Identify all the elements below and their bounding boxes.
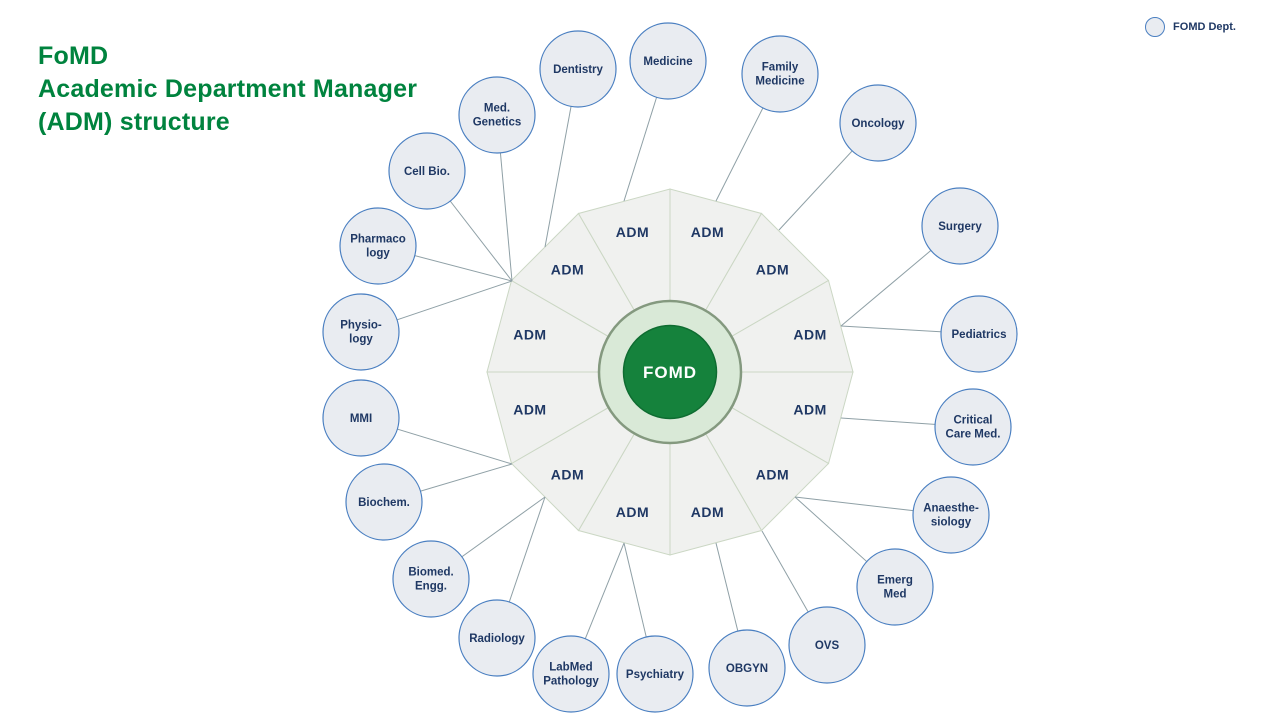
department-label: Medicine xyxy=(643,56,692,68)
fomd-center-label: FOMD xyxy=(643,363,697,382)
adm-wedge-label: ADM xyxy=(616,504,649,520)
department-node-radiology: Radiology xyxy=(458,599,536,677)
department-label: Medicine xyxy=(755,76,804,88)
department-circle xyxy=(458,76,536,154)
department-label: Anaesthe- xyxy=(923,503,979,515)
department-circle xyxy=(934,388,1012,466)
department-node-oncology: Oncology xyxy=(839,84,917,162)
department-label: Biomed. xyxy=(408,567,453,579)
department-circle xyxy=(921,187,999,265)
department-label: Genetics xyxy=(473,117,522,129)
department-label: OBGYN xyxy=(726,663,768,675)
department-node-pediatrics: Pediatrics xyxy=(940,295,1018,373)
adm-wedge-label: ADM xyxy=(513,402,546,418)
department-label: Cell Bio. xyxy=(404,166,450,178)
department-label: Psychiatry xyxy=(626,669,685,681)
department-node-cell-bio: Cell Bio. xyxy=(388,132,466,210)
department-node-surgery: Surgery xyxy=(921,187,999,265)
department-circle xyxy=(532,635,610,713)
adm-wedge-label: ADM xyxy=(513,327,546,343)
title-line-2: Academic Department Manager xyxy=(38,75,418,103)
department-label: Pathology xyxy=(543,676,599,688)
department-circle xyxy=(345,463,423,541)
legend: FOMD Dept. xyxy=(1145,17,1236,37)
department-label: Oncology xyxy=(851,118,905,130)
department-circle xyxy=(856,548,934,626)
department-label: Surgery xyxy=(938,221,982,233)
department-label: Emerg xyxy=(877,575,913,587)
department-label: Care Med. xyxy=(946,429,1001,441)
department-label: siology xyxy=(931,517,972,529)
department-node-obgyn: OBGYN xyxy=(708,629,786,707)
department-circle xyxy=(616,635,694,713)
department-label: Radiology xyxy=(469,633,525,645)
adm-wedge-label: ADM xyxy=(691,504,724,520)
fomd-center-circle xyxy=(622,324,718,420)
department-label: Pharmaco xyxy=(350,234,406,246)
department-circle xyxy=(322,293,400,371)
adm-wedge-label: ADM xyxy=(551,467,584,483)
department-circle xyxy=(388,132,466,210)
department-node-biomed-engg: Biomed. Engg. xyxy=(392,540,470,618)
department-circle xyxy=(392,540,470,618)
department-label: logy xyxy=(366,248,390,260)
department-label: Engg. xyxy=(415,581,447,593)
legend-label: FOMD Dept. xyxy=(1173,21,1236,33)
department-node-biochem: Biochem. xyxy=(345,463,423,541)
department-circle xyxy=(629,22,707,100)
department-label: Critical xyxy=(954,415,993,427)
department-label: Biochem. xyxy=(358,497,410,509)
department-circle xyxy=(912,476,990,554)
adm-wedge-label: ADM xyxy=(793,402,826,418)
title-line-1: FoMD xyxy=(38,42,109,70)
department-circle xyxy=(322,379,400,457)
title-line-3: (ADM) structure xyxy=(38,108,230,136)
adm-wedge-label: ADM xyxy=(691,224,724,240)
department-circle xyxy=(539,30,617,108)
department-label: MMI xyxy=(350,413,372,425)
department-circle xyxy=(458,599,536,677)
department-label: Pediatrics xyxy=(952,329,1007,341)
department-node-pharmacology: Pharmaco logy xyxy=(339,207,417,285)
department-node-medicine: Medicine xyxy=(629,22,707,100)
department-label: Family xyxy=(762,62,799,74)
page-title: FoMD Academic Department Manager (ADM) s… xyxy=(38,40,417,139)
department-label: Med. xyxy=(484,103,510,115)
adm-wedge-label: ADM xyxy=(756,262,789,278)
department-label: Physio- xyxy=(340,320,382,332)
department-label: LabMed xyxy=(549,662,592,674)
adm-wedge-label: ADM xyxy=(793,327,826,343)
department-circle xyxy=(741,35,819,113)
department-label: OVS xyxy=(815,640,840,652)
department-circle xyxy=(339,207,417,285)
department-node-dentistry: Dentistry xyxy=(539,30,617,108)
department-circle xyxy=(940,295,1018,373)
department-node-ovs: OVS xyxy=(788,606,866,684)
department-circle xyxy=(788,606,866,684)
department-circle xyxy=(708,629,786,707)
adm-wedge-label: ADM xyxy=(756,467,789,483)
department-node-med-genetics: Med. Genetics xyxy=(458,76,536,154)
department-label: logy xyxy=(349,334,373,346)
department-label: Med xyxy=(884,589,907,601)
adm-wedge-label: ADM xyxy=(616,224,649,240)
department-node-physiology: Physio-logy xyxy=(322,293,400,371)
adm-wedge-label: ADM xyxy=(551,262,584,278)
department-node-psychiatry: Psychiatry xyxy=(616,635,694,713)
department-node-mmi: MMI xyxy=(322,379,400,457)
fomd-dept-legend-icon xyxy=(1145,17,1166,37)
department-node-anaesthesiology: Anaesthe-siology xyxy=(912,476,990,554)
department-circle xyxy=(839,84,917,162)
department-label: Dentistry xyxy=(553,64,603,76)
